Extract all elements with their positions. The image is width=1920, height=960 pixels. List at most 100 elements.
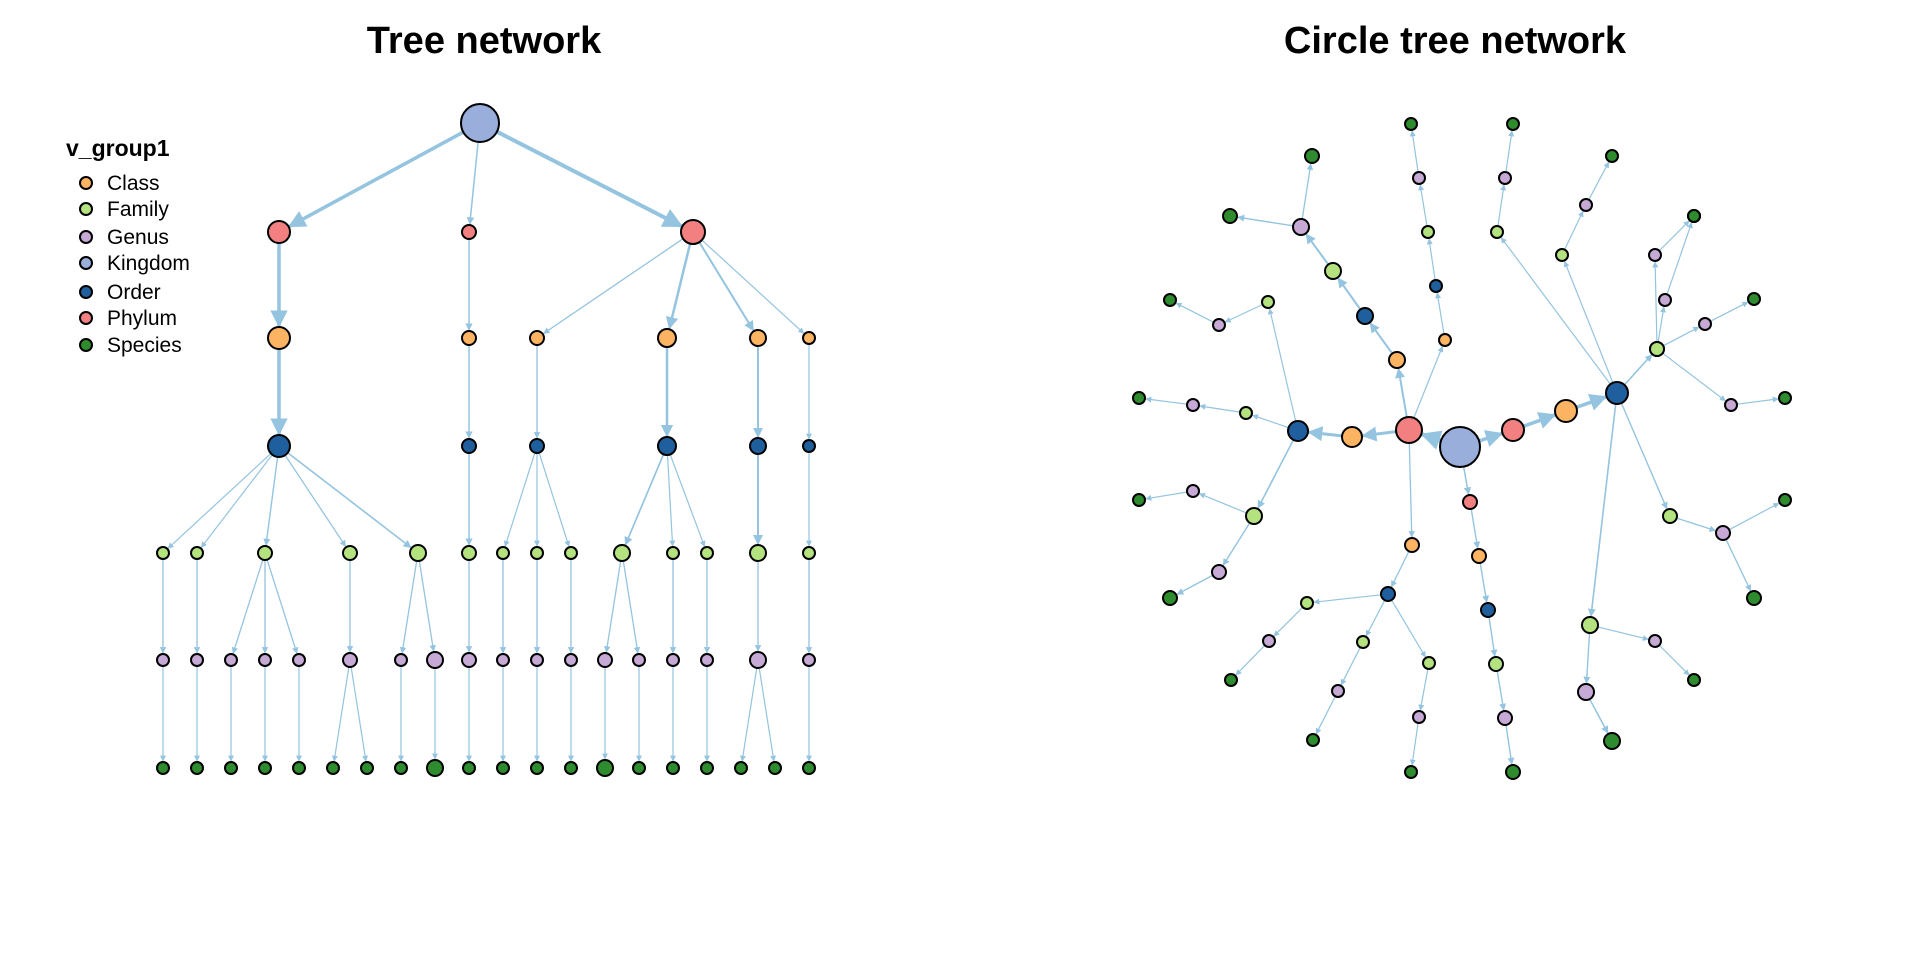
circle-pA-phylum-node bbox=[1395, 416, 1423, 444]
tree-g2-genus-node bbox=[190, 653, 204, 667]
tree-g6-s6-edge bbox=[331, 666, 350, 762]
circle-sB1b-species-node bbox=[1778, 391, 1792, 405]
circle-oB1-fB6-edge bbox=[1623, 354, 1653, 386]
tree-s15-species-node bbox=[632, 761, 646, 775]
circle-fB5-family-node bbox=[1490, 225, 1504, 239]
tree-k-p3-edge bbox=[495, 129, 684, 228]
tree-p3-c6-edge bbox=[701, 239, 805, 334]
tree-s10-species-node bbox=[462, 761, 476, 775]
legend-item-kingdom: Kingdom bbox=[79, 252, 190, 275]
tree-k-p2-edge bbox=[466, 141, 479, 225]
circle-gB5-genus-node bbox=[1498, 171, 1512, 185]
tree-f14-family-node bbox=[802, 546, 816, 560]
circle-gB3b-sB3b-edge bbox=[1589, 698, 1609, 734]
circle-gC1-genus-node bbox=[1497, 710, 1513, 726]
legend-swatch-order bbox=[79, 285, 93, 299]
tree-p3-c5-edge bbox=[698, 241, 755, 332]
circle-gO1b-genus-node bbox=[1186, 398, 1200, 412]
circle-fC1-family-node bbox=[1488, 656, 1504, 672]
circle-gB6-sB6-edge bbox=[1666, 222, 1693, 295]
circle-sA4-species-node bbox=[1306, 733, 1320, 747]
circle-gO1c-genus-node bbox=[1186, 484, 1200, 498]
tree-c1-class-node bbox=[267, 326, 291, 350]
circle-pC-phylum-node bbox=[1462, 494, 1478, 510]
circle-fO1c-family-node bbox=[1245, 507, 1263, 525]
circle-oB1-fB3-edge bbox=[1587, 403, 1617, 617]
circle-cA4-class-node bbox=[1404, 537, 1420, 553]
circle-gO1a-sO1a-edge bbox=[1175, 302, 1214, 323]
circle-gA2-sA2b-edge bbox=[1301, 163, 1314, 220]
circle-k-pA-edge bbox=[1420, 430, 1443, 450]
legend-label-species: Species bbox=[107, 334, 182, 357]
circle-fB4-family-node bbox=[1555, 248, 1569, 262]
circle-oB1-fB5-edge bbox=[1500, 237, 1611, 385]
circle-gA4-genus-node bbox=[1331, 684, 1345, 698]
legend-item-class: Class bbox=[79, 172, 160, 195]
legend-label-genus: Genus bbox=[107, 226, 169, 249]
tree-s16-species-node bbox=[666, 761, 680, 775]
legend-swatch-kingdom bbox=[79, 256, 93, 270]
circle-gA4c-genus-node bbox=[1412, 710, 1426, 724]
tree-g4-genus-node bbox=[258, 653, 272, 667]
circle-sC1-species-node bbox=[1505, 764, 1521, 780]
tree-o4-f10-edge bbox=[624, 453, 665, 546]
circle-pC-cC1-edge bbox=[1470, 508, 1481, 549]
circle-sA3-species-node bbox=[1404, 117, 1418, 131]
circle-cC1-class-node bbox=[1471, 548, 1487, 564]
tree-c5-class-node bbox=[749, 329, 767, 347]
circle-gO1d-genus-node bbox=[1211, 564, 1227, 580]
tree-c3-class-node bbox=[529, 330, 545, 346]
tree-o1-f4-edge bbox=[284, 454, 347, 547]
circle-gB1b-sB1b-edge bbox=[1736, 396, 1779, 405]
circle-fA2-family-node bbox=[1324, 262, 1342, 280]
circle-cA4-oA4-edge bbox=[1390, 551, 1410, 588]
tree-o3-f7-edge bbox=[503, 452, 536, 547]
tree-f3-g3-edge bbox=[231, 559, 264, 654]
circle-cA1-class-node bbox=[1341, 426, 1363, 448]
tree-g11-genus-node bbox=[530, 653, 544, 667]
circle-oA3-order-node bbox=[1429, 279, 1443, 293]
legend: v_group1 Class Family Genus Kingdom Orde… bbox=[66, 135, 190, 357]
circle-sA2-species-node bbox=[1222, 208, 1238, 224]
tree-g13-genus-node bbox=[597, 652, 613, 668]
tree-o2-order-node bbox=[461, 438, 477, 454]
tree-g7-genus-node bbox=[394, 653, 408, 667]
circle-fB3-family-node bbox=[1581, 616, 1599, 634]
tree-o6-order-node bbox=[802, 439, 816, 453]
tree-o1-f1-edge bbox=[167, 453, 272, 549]
circle-oB1-fB2-edge bbox=[1620, 402, 1668, 510]
tree-s13-species-node bbox=[564, 761, 578, 775]
circle-cA1-oA1-edge bbox=[1307, 426, 1343, 442]
circle-cA3-oA3-edge bbox=[1435, 292, 1445, 335]
circle-cB1-oB1-edge bbox=[1575, 393, 1608, 411]
tree-f12-family-node bbox=[700, 546, 714, 560]
circle-fB2-gB2-edge bbox=[1676, 517, 1717, 532]
circle-oA2-order-node bbox=[1356, 307, 1374, 325]
circle-fB2-family-node bbox=[1662, 508, 1678, 524]
tree-s8-species-node bbox=[394, 761, 408, 775]
tree-g18-genus-node bbox=[802, 653, 816, 667]
legend-swatch-class bbox=[79, 176, 93, 190]
circle-fO1c-gO1c-edge bbox=[1198, 492, 1247, 514]
legend-label-class: Class bbox=[107, 172, 160, 195]
tree-s4-species-node bbox=[258, 761, 272, 775]
tree-f2-family-node bbox=[190, 546, 204, 560]
circle-gA4b-sA4b-edge bbox=[1235, 644, 1266, 676]
circle-gB3-sB3-edge bbox=[1658, 644, 1690, 676]
tree-k-kingdom-node bbox=[460, 103, 500, 143]
tree-p3-c4-edge bbox=[666, 243, 692, 330]
tree-c4-class-node bbox=[657, 328, 677, 348]
circle-gB2-sB2b-edge bbox=[1725, 539, 1752, 592]
circle-sO1c-species-node bbox=[1132, 493, 1146, 507]
tree-g9-genus-node bbox=[461, 652, 477, 668]
circle-fA4c-gA4c-edge bbox=[1418, 668, 1429, 711]
circle-pA-cA1-edge bbox=[1361, 426, 1397, 442]
circle-gO1d-sO1d-edge bbox=[1176, 574, 1214, 595]
tree-s20-species-node bbox=[802, 761, 816, 775]
tree-f4-family-node bbox=[342, 545, 358, 561]
tree-f11-family-node bbox=[666, 546, 680, 560]
circle-k-pC-edge bbox=[1462, 466, 1472, 495]
circle-sB2-species-node bbox=[1778, 493, 1792, 507]
tree-s12-species-node bbox=[530, 761, 544, 775]
